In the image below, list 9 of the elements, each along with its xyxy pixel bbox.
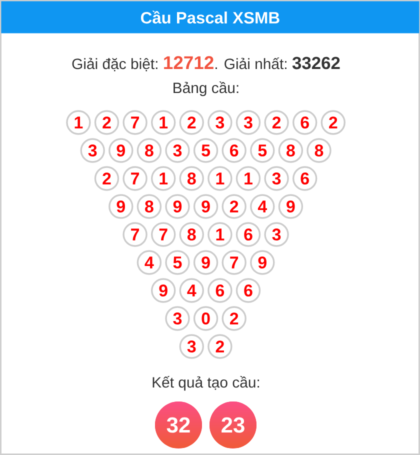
- prize-caption: . Giải nhất:: [216, 58, 286, 70]
- prize-caption: Giải đặc biệt:: [72, 58, 158, 72]
- prize-number: 33262: [292, 56, 340, 70]
- section-heading: Bảng cầu:: [174, 82, 238, 96]
- title-bar: Cầu Pascal XSMB: [1, 1, 420, 34]
- section-heading: Kết quả tạo cầu:: [152, 376, 260, 391]
- result-ball: 32: [155, 402, 202, 448]
- prize-number: 12712: [164, 56, 214, 69]
- result-ball: 23: [210, 402, 256, 448]
